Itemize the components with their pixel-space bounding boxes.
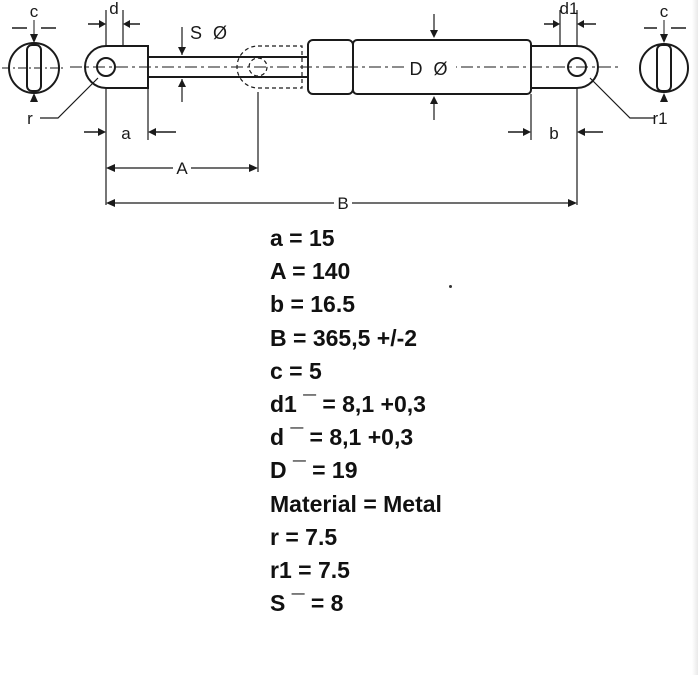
spec-material: Material = Metal (270, 490, 442, 517)
label-d-diameter: D Ø (409, 59, 450, 79)
label-s-diameter: S Ø (190, 23, 230, 43)
label-r1: r1 (652, 109, 667, 128)
label-c-right: c (660, 2, 669, 21)
label-a: a (121, 124, 131, 143)
left-end-view (2, 20, 66, 94)
label-B: B (337, 194, 348, 213)
spec-r1: r1 = 7.5 (270, 557, 350, 584)
left-eye (84, 10, 149, 205)
label-b: b (549, 124, 558, 143)
stray-dot (449, 285, 452, 288)
right-end-view (639, 20, 689, 93)
spec-c: c = 5 (270, 357, 322, 384)
spec-b: b = 16.5 (270, 291, 356, 318)
spec-a: a = 15 (270, 225, 335, 251)
spec-d: d ¯ = 8,1 +0,3 (270, 424, 414, 451)
right-eye (530, 10, 599, 205)
label-d1: d1 (560, 0, 579, 18)
spec-D: D ¯ = 19 (270, 457, 358, 484)
label-r: r (27, 109, 33, 128)
spec-S: S ¯ = 8 (270, 590, 344, 617)
extended-eye-outline (236, 45, 303, 89)
spec-d1: d1 ¯ = 8,1 +0,3 (270, 391, 426, 418)
label-d: d (109, 0, 118, 18)
spec-B: B = 365,5 +/-2 (270, 324, 418, 351)
spec-list: a = 15 A = 140 b = 16.5 B = 365,5 +/-2 c… (270, 222, 442, 620)
label-c-left: c (30, 2, 39, 21)
page-edge-shadow (692, 0, 698, 675)
spec-r: r = 7.5 (270, 523, 338, 550)
label-A: A (176, 159, 188, 178)
gas-spring-drawing: c d S Ø D Ø d1 c r r1 a b A B (2, 0, 689, 213)
spec-A: A = 140 (270, 258, 351, 285)
